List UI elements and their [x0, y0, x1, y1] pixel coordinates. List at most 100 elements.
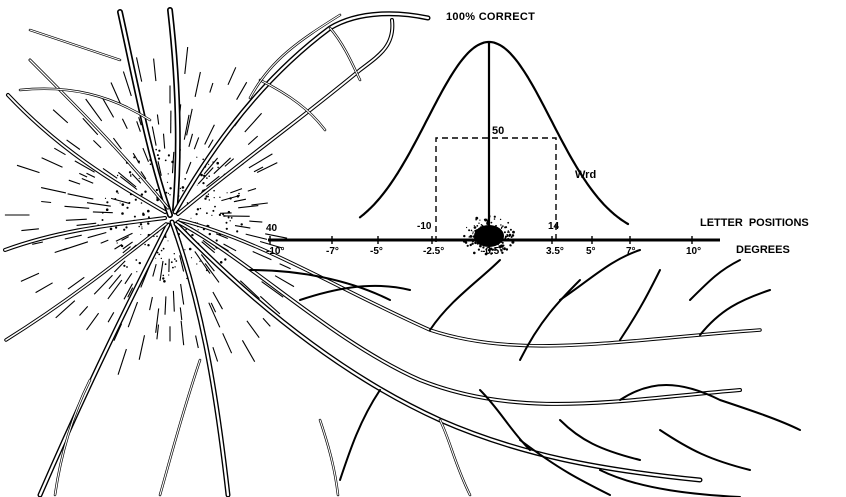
stipple-dot: [207, 196, 209, 198]
nerve-ray: [249, 221, 262, 222]
stipple-dot: [206, 269, 208, 271]
stipple-dot: [163, 275, 165, 277]
degree-tick-minus-2-5: -2.5°: [423, 247, 444, 257]
vessel-outline: [340, 390, 380, 480]
stipple-dot: [158, 158, 160, 160]
fovea-dot: [463, 235, 465, 237]
nerve-ray: [157, 115, 158, 125]
stipple-dot: [163, 280, 166, 283]
stipple-dot: [161, 258, 162, 259]
stipple-dot: [217, 167, 219, 169]
stipple-dot: [237, 195, 240, 198]
fovea-dot: [471, 243, 473, 245]
nerve-ray: [238, 206, 258, 208]
curve-label: Wrd: [575, 170, 596, 181]
stipple-dot: [123, 265, 125, 267]
stipple-dot: [202, 159, 204, 161]
stipple-dot: [106, 201, 108, 203]
stipple-dot: [148, 216, 150, 218]
stipple-dot: [199, 261, 200, 262]
fovea-dot: [474, 238, 476, 240]
nerve-ray: [21, 229, 39, 231]
nerve-ray: [186, 162, 191, 174]
fovea-dot: [473, 252, 476, 255]
nerve-ray: [137, 57, 142, 81]
vessel-outline: [700, 290, 770, 335]
fovea-dot: [510, 245, 512, 247]
stipple-dot: [241, 223, 243, 225]
stipple-dot: [165, 237, 166, 238]
nerve-ray: [154, 59, 156, 82]
fovea-dot: [502, 242, 504, 244]
nerve-ray: [263, 318, 270, 326]
nerve-ray: [185, 47, 188, 74]
nerve-ray: [248, 136, 258, 145]
fovea-dot: [495, 225, 497, 227]
vessel-outline: [320, 420, 338, 495]
fovea-dot: [468, 229, 470, 231]
stipple-dot: [135, 199, 137, 201]
nerve-ray: [65, 235, 82, 239]
nerve-ray: [153, 264, 156, 276]
stipple-dot: [102, 219, 104, 221]
fovea-dot: [504, 231, 506, 233]
stipple-dot: [147, 210, 150, 213]
letter-position-14: 14: [548, 222, 559, 232]
stipple-dot: [236, 230, 238, 232]
fovea-dot: [474, 225, 475, 226]
fovea-dot: [477, 242, 479, 244]
nerve-ray: [66, 219, 87, 220]
stipple-dot: [180, 188, 181, 189]
stipple-dot: [191, 218, 192, 219]
stipple-dot: [182, 190, 184, 192]
nerve-ray: [17, 165, 40, 172]
nerve-ray: [280, 264, 291, 269]
fovea-dot: [467, 245, 469, 247]
stipple-dot: [206, 177, 208, 179]
stipple-dot: [184, 178, 186, 180]
fovea-dot: [494, 218, 496, 220]
vessel-outline: [690, 260, 740, 300]
stipple-dot: [175, 260, 177, 262]
vessel-outline: [178, 20, 392, 214]
stipple-dot: [209, 199, 210, 200]
nerve-ray: [82, 179, 93, 184]
stipple-dot: [118, 193, 119, 194]
stipple-dot: [115, 227, 117, 229]
vessel-lumen: [30, 30, 120, 60]
stipple-dot: [230, 220, 231, 221]
fovea-dot: [512, 234, 515, 237]
stipple-dot: [139, 178, 140, 179]
stipple-dot: [198, 229, 199, 230]
stipple-dot: [110, 228, 113, 231]
fovea-dot: [472, 231, 473, 232]
letter-positions-label: LETTER POSITIONS: [700, 218, 809, 229]
fovea-dot: [472, 240, 474, 242]
nerve-ray: [165, 296, 166, 314]
fovea-dot: [475, 217, 478, 220]
stipple-dot: [229, 197, 231, 199]
fovea-dot: [508, 230, 509, 231]
vessel-outline: [430, 260, 500, 330]
vessel-outline: [600, 470, 740, 497]
stipple-dot: [128, 202, 130, 204]
fovea-dot: [506, 248, 508, 250]
stipple-dot: [189, 248, 192, 251]
stipple-dot: [155, 258, 156, 259]
stipple-dot: [191, 257, 192, 258]
nerve-ray: [246, 234, 267, 239]
fovea-dot: [475, 236, 477, 238]
fovea-dot: [480, 226, 482, 228]
stipple-dot: [214, 206, 216, 208]
stipple-dot: [121, 245, 123, 247]
stipple-dot: [168, 240, 169, 241]
stipple-dot: [106, 208, 109, 211]
stipple-dot: [168, 193, 169, 194]
stipple-dot: [228, 211, 230, 213]
stipple-dot: [224, 258, 226, 260]
fovea-dot: [487, 219, 489, 221]
fovea-dot: [507, 238, 509, 240]
stipple-dot: [226, 222, 228, 224]
stipple-dot: [212, 161, 213, 162]
fovea-dot: [505, 236, 507, 238]
